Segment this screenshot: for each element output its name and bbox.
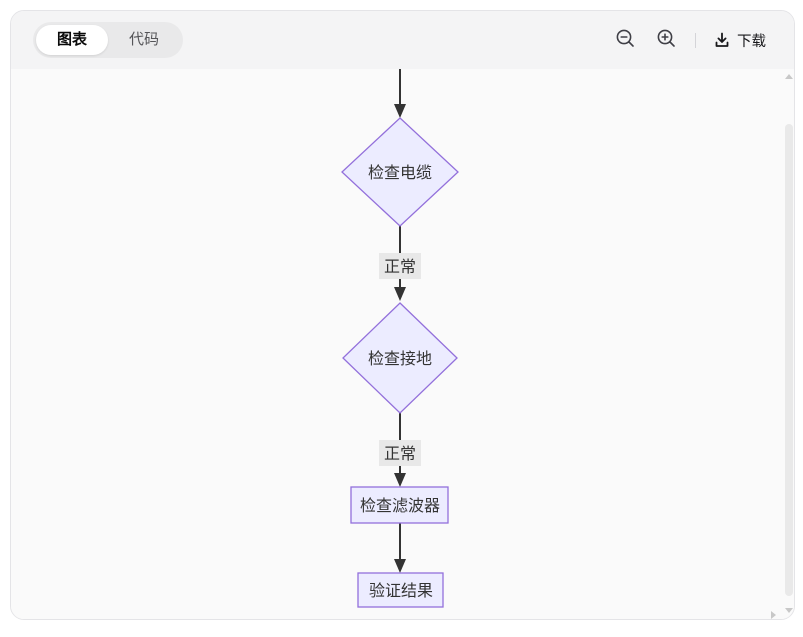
- zoom-in-icon: [656, 28, 677, 52]
- zoom-in-button[interactable]: [654, 28, 678, 52]
- diagram-canvas: 正常 正常 检查电缆 检查接地: [11, 69, 794, 619]
- vertical-scrollbar-thumb[interactable]: [785, 124, 793, 596]
- tab-diagram[interactable]: 图表: [36, 25, 109, 55]
- edge-label-bg: [379, 440, 421, 466]
- zoom-out-button[interactable]: [613, 28, 637, 52]
- node-label: 验证结果: [369, 582, 433, 600]
- edge-check-cable-to-check-ground: 正常: [379, 226, 421, 301]
- download-icon: [713, 31, 731, 49]
- zoom-out-icon: [615, 28, 636, 52]
- node-label: 检查电缆: [368, 164, 432, 182]
- scrollbar-up-arrow[interactable]: [785, 74, 793, 79]
- node-check-cable: 检查电缆: [341, 117, 459, 227]
- flowchart: 正常 正常 检查电缆 检查接地: [341, 69, 459, 608]
- tab-code[interactable]: 代码: [129, 31, 160, 48]
- diagram-viewer-panel: 图表 代码: [10, 10, 795, 620]
- edge-check-filter-to-verify-result: [394, 523, 406, 573]
- download-button[interactable]: 下载: [713, 30, 766, 51]
- node-verify-result: 验证结果: [357, 572, 444, 608]
- node-check-filter: 检查滤波器: [350, 486, 449, 524]
- scrollbar-right-arrow[interactable]: [771, 611, 776, 619]
- edge-label-bg: [379, 253, 421, 279]
- node-check-ground: 检查接地: [342, 302, 458, 414]
- toolbar: 图表 代码: [11, 11, 794, 69]
- edge-top-to-check-cable: [394, 69, 406, 118]
- edge-label: 正常: [384, 258, 416, 276]
- view-tab-group: 图表 代码: [33, 22, 184, 58]
- toolbar-divider: [695, 32, 696, 48]
- edge-check-ground-to-check-filter: 正常: [379, 413, 421, 487]
- toolbar-actions: 下载: [613, 28, 766, 52]
- scrollbar-down-arrow[interactable]: [785, 608, 793, 613]
- node-label: 检查滤波器: [360, 497, 440, 515]
- download-label: 下载: [737, 33, 766, 50]
- node-label: 检查接地: [368, 350, 432, 368]
- edge-label: 正常: [384, 445, 416, 463]
